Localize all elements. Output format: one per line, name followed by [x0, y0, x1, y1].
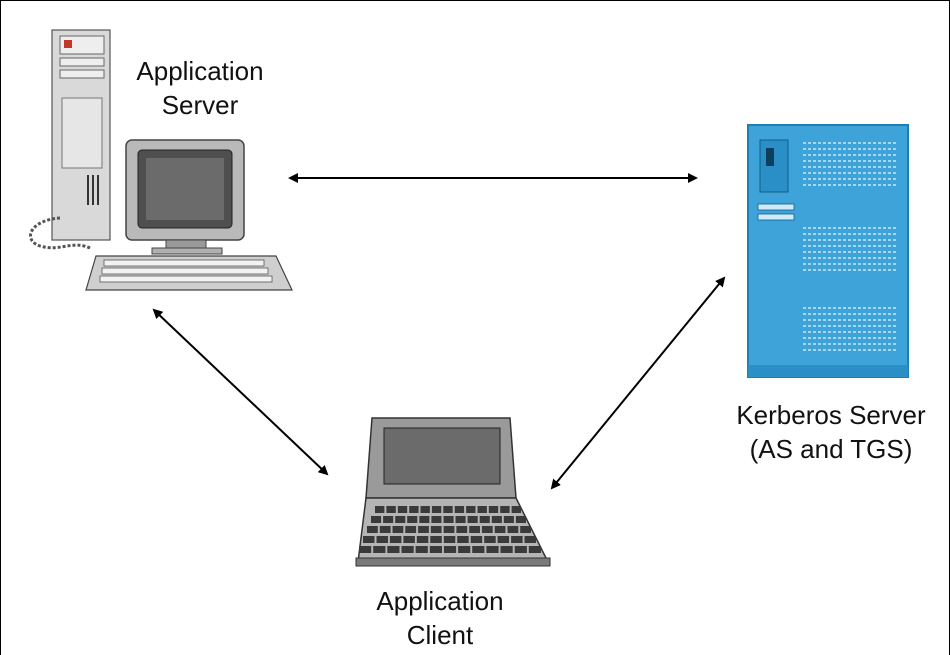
desktop-computer-icon	[29, 29, 293, 291]
laptop-key	[511, 506, 521, 513]
laptop-key	[477, 506, 487, 513]
laptop-key	[472, 546, 485, 553]
arrow-appserver-client	[152, 308, 329, 476]
laptop-key	[515, 516, 526, 523]
laptop-key	[520, 526, 531, 533]
laptop-key	[401, 546, 414, 553]
laptop-key	[500, 506, 510, 513]
laptop-key	[514, 546, 527, 553]
laptop-key	[415, 546, 428, 553]
laptop-key	[420, 506, 430, 513]
laptop-key	[363, 536, 375, 543]
laptop-key	[443, 516, 454, 523]
laptop-key	[431, 516, 442, 523]
laptop-key	[416, 536, 429, 543]
laptop-key	[466, 506, 476, 513]
kerberos-server-label-line2: (AS and TGS)	[749, 434, 913, 464]
laptop-key	[359, 546, 372, 553]
application-client-label-line2: Client	[406, 620, 474, 650]
laptop-key	[507, 526, 519, 533]
application-client-label: Application Client	[340, 584, 540, 652]
laptop-key	[443, 546, 457, 553]
laptop-key	[524, 536, 536, 543]
laptop-icon	[355, 417, 551, 567]
laptop-key	[457, 536, 469, 543]
laptop-key	[503, 516, 514, 523]
laptop-key	[379, 526, 391, 533]
laptop-key	[430, 526, 442, 533]
laptop-key	[443, 526, 455, 533]
laptop-key	[479, 516, 490, 523]
application-server-label-line2: Server	[161, 90, 239, 120]
laptop-key	[481, 526, 493, 533]
kerberos-server-label-line1: Kerberos Server	[736, 400, 926, 430]
laptop-key	[419, 516, 430, 523]
laptop-key	[458, 546, 471, 553]
laptop-key	[431, 506, 442, 513]
arrow-client-kerberos	[550, 276, 726, 490]
laptop-key	[456, 526, 468, 533]
laptop-key	[486, 546, 499, 553]
laptop-key	[494, 526, 506, 533]
laptop-key	[484, 536, 496, 543]
laptop-key	[405, 526, 417, 533]
laptop-key	[430, 536, 442, 543]
laptop-key	[383, 516, 394, 523]
laptop-key	[429, 546, 442, 553]
laptop-key	[373, 546, 386, 553]
laptop-key	[491, 516, 502, 523]
application-server-label: Application Server	[108, 54, 292, 122]
tower-server-icon	[747, 124, 909, 378]
laptop-key	[469, 526, 480, 533]
laptop-key	[387, 546, 400, 553]
laptop-key	[376, 536, 388, 543]
laptop-key	[407, 516, 418, 523]
laptop-key	[443, 536, 456, 543]
laptop-key	[367, 526, 378, 533]
laptop-key	[386, 506, 396, 513]
laptop-key	[403, 536, 415, 543]
laptop-key	[389, 536, 402, 543]
laptop-key	[409, 506, 419, 513]
laptop-key	[418, 526, 429, 533]
laptop-key	[470, 536, 483, 543]
laptop-key	[454, 506, 465, 513]
laptop-key	[397, 506, 408, 513]
laptop-key	[371, 516, 382, 523]
kerberos-server-label: Kerberos Server (AS and TGS)	[712, 398, 950, 466]
laptop-key	[395, 516, 406, 523]
laptop-key	[392, 526, 404, 533]
laptop-key	[528, 546, 541, 553]
laptop-key	[488, 506, 499, 513]
laptop-key	[375, 506, 385, 513]
laptop-key	[511, 536, 523, 543]
laptop-key	[467, 516, 478, 523]
laptop-key	[497, 536, 510, 543]
laptop-key	[500, 546, 513, 553]
application-server-label-line1: Application	[136, 56, 264, 86]
application-client-label-line1: Application	[376, 586, 504, 616]
laptop-key	[443, 506, 453, 513]
laptop-key	[455, 516, 466, 523]
